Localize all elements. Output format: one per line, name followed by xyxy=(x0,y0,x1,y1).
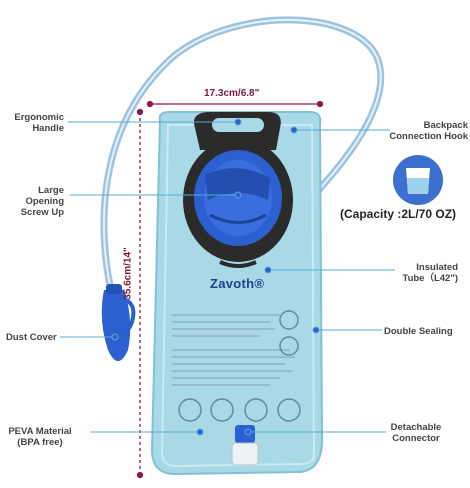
bite-valve xyxy=(101,290,131,361)
label-line: PEVA Material xyxy=(8,426,72,437)
label-line: Detachable xyxy=(390,422,442,433)
label-dust-cover: Dust Cover xyxy=(6,332,57,343)
water-cup-icon xyxy=(393,155,443,205)
width-dimension-label: 17.3cm/6.8" xyxy=(204,88,260,99)
label-capacity: (Capacity :2L/70 OZ) xyxy=(340,207,457,221)
label-line: Large Opening xyxy=(25,185,64,207)
label-line: Connector xyxy=(392,433,440,444)
label-line: Connection Hook xyxy=(389,131,468,142)
label-line: Insulated xyxy=(416,262,458,273)
connector-shape xyxy=(235,425,255,443)
label-line: Tube（L42") xyxy=(402,273,458,284)
height-dimension-label: 35.6cm/14" xyxy=(122,247,134,300)
label-line: Screw Up xyxy=(20,207,64,218)
label-peva-material: PEVA Material (BPA free) xyxy=(0,426,80,448)
printed-instructions xyxy=(172,314,295,386)
label-line: Ergonomic xyxy=(14,112,64,123)
label-line: Handle xyxy=(32,123,64,134)
brand-logo-text: Zavoth® xyxy=(210,276,265,291)
care-icons xyxy=(178,310,301,422)
label-line: (BPA free) xyxy=(17,437,63,448)
label-line: Backpack xyxy=(423,120,468,131)
label-large-opening: Large Opening Screw Up xyxy=(0,185,64,218)
label-insulated-tube: Insulated Tube（L42") xyxy=(380,262,458,284)
label-double-sealing: Double Sealing xyxy=(384,326,453,337)
label-ergonomic-handle: Ergonomic Handle xyxy=(0,112,64,134)
label-backpack-hook: Backpack Connection Hook xyxy=(370,120,468,142)
label-detachable-connector: Detachable Connector xyxy=(380,422,452,444)
